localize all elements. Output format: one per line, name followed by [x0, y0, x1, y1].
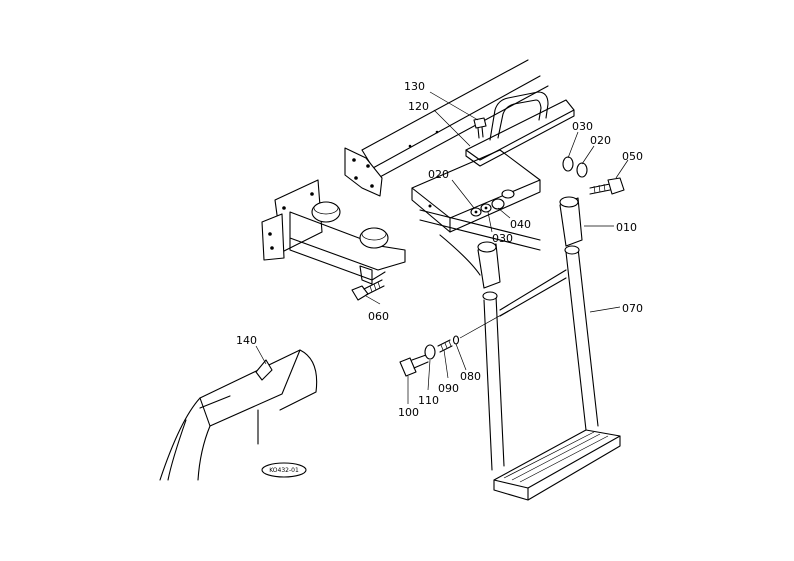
- callout-030-b: 030: [492, 232, 513, 245]
- callout-030: 030: [572, 120, 593, 133]
- leader-lines: [255, 91, 629, 404]
- callout-060: 060: [368, 310, 389, 323]
- washers-nuts: [470, 189, 515, 217]
- callout-130: 130: [404, 80, 425, 93]
- callout-070: 070: [622, 302, 643, 315]
- callout-080: 080: [460, 370, 481, 383]
- callout-labels: 130 120 030 020 050 020 040 030 010 060 …: [236, 80, 643, 419]
- step-bracket: [411, 149, 541, 276]
- mounting-bracket: [261, 179, 406, 285]
- bolt-130: [473, 117, 487, 139]
- callout-010: 010: [616, 221, 637, 234]
- callout-020-b: 020: [428, 168, 449, 181]
- callout-040: 040: [510, 218, 531, 231]
- bolt-050: [589, 177, 625, 195]
- frame-rail: [344, 59, 549, 197]
- drawing-code: KO432-01: [269, 467, 299, 474]
- callout-050: 050: [622, 150, 643, 163]
- callout-020: 020: [590, 134, 611, 147]
- callout-090: 090: [438, 382, 459, 395]
- callout-120: 120: [408, 100, 429, 113]
- step-frame: [477, 196, 621, 501]
- callout-100: 100: [398, 406, 419, 419]
- fender: [159, 349, 318, 481]
- bolt-060: [351, 279, 385, 301]
- drawing-code-badge: KO432-01: [261, 462, 307, 478]
- bolt-100-set: [399, 309, 511, 377]
- callout-140: 140: [236, 334, 257, 347]
- callout-110: 110: [418, 394, 439, 407]
- grab-handle: [465, 91, 575, 167]
- washers-030-020: [562, 156, 588, 178]
